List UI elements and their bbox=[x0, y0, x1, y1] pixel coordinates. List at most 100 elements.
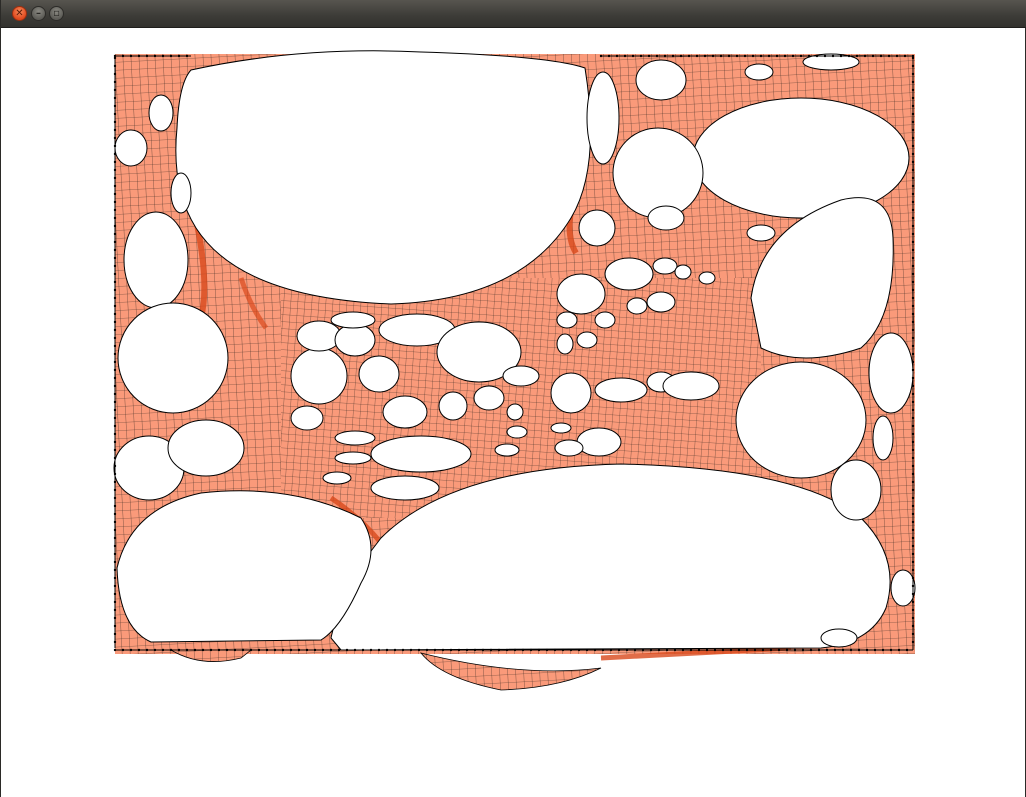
maximize-window-button[interactable]: ▫ bbox=[49, 6, 64, 21]
boundary-node bbox=[911, 128, 915, 132]
boundary-node bbox=[911, 54, 915, 58]
minimize-icon: – bbox=[36, 7, 41, 19]
boundary-node bbox=[113, 416, 117, 420]
boundary-node bbox=[911, 424, 915, 428]
boundary-node bbox=[353, 648, 357, 652]
mesh-hole bbox=[290, 347, 348, 405]
boundary-node bbox=[735, 54, 739, 58]
boundary-node bbox=[911, 632, 915, 636]
mesh-hole bbox=[802, 53, 860, 71]
boundary-node bbox=[121, 648, 125, 652]
boundary-node bbox=[113, 376, 117, 380]
boundary-node bbox=[201, 648, 205, 652]
mesh-hole bbox=[820, 628, 858, 648]
minimize-window-button[interactable]: – bbox=[31, 6, 46, 21]
boundary-node bbox=[113, 640, 117, 644]
boundary-node bbox=[911, 528, 915, 532]
boundary-node bbox=[817, 648, 821, 652]
boundary-node bbox=[113, 488, 117, 492]
boundary-node bbox=[113, 384, 117, 388]
boundary-node bbox=[345, 648, 349, 652]
mesh-viewport[interactable] bbox=[1, 28, 1025, 797]
boundary-node bbox=[639, 54, 643, 58]
boundary-node bbox=[513, 648, 517, 652]
boundary-node bbox=[911, 120, 915, 124]
boundary-node bbox=[911, 496, 915, 500]
boundary-node bbox=[113, 88, 117, 92]
boundary-node bbox=[911, 584, 915, 588]
boundary-node bbox=[489, 648, 493, 652]
boundary-node bbox=[911, 608, 915, 612]
close-window-button[interactable]: ✕ bbox=[12, 6, 27, 21]
boundary-node bbox=[113, 616, 117, 620]
boundary-node bbox=[911, 296, 915, 300]
boundary-node bbox=[911, 512, 915, 516]
boundary-node bbox=[911, 504, 915, 508]
boundary-node bbox=[409, 648, 413, 652]
boundary-node bbox=[113, 304, 117, 308]
boundary-node bbox=[113, 144, 117, 148]
boundary-node bbox=[113, 480, 117, 484]
boundary-node bbox=[113, 56, 117, 60]
boundary-node bbox=[113, 400, 117, 404]
boundary-node bbox=[129, 54, 133, 58]
boundary-node bbox=[911, 176, 915, 180]
boundary-node bbox=[369, 648, 373, 652]
close-icon: ✕ bbox=[15, 7, 24, 19]
boundary-node bbox=[113, 368, 117, 372]
boundary-node bbox=[911, 248, 915, 252]
boundary-node bbox=[113, 168, 117, 172]
boundary-node bbox=[113, 232, 117, 236]
mesh-hole bbox=[322, 471, 352, 485]
title-bar[interactable]: ✕ – ▫ bbox=[1, 0, 1026, 28]
boundary-node bbox=[113, 336, 117, 340]
boundary-node bbox=[687, 54, 691, 58]
boundary-node bbox=[911, 432, 915, 436]
boundary-node bbox=[911, 288, 915, 292]
boundary-node bbox=[839, 54, 843, 58]
boundary-node bbox=[799, 54, 803, 58]
boundary-node bbox=[911, 592, 915, 596]
boundary-node bbox=[113, 576, 117, 580]
boundary-node bbox=[113, 54, 117, 58]
boundary-node bbox=[911, 472, 915, 476]
boundary-node bbox=[911, 464, 915, 468]
boundary-node bbox=[903, 54, 907, 58]
render-canvas[interactable] bbox=[1, 28, 1025, 797]
mesh-hole bbox=[334, 323, 376, 357]
boundary-node bbox=[465, 648, 469, 652]
boundary-node bbox=[113, 256, 117, 260]
boundary-node bbox=[113, 544, 117, 548]
boundary-node bbox=[113, 128, 117, 132]
boundary-node bbox=[825, 648, 829, 652]
boundary-node bbox=[737, 648, 741, 652]
boundary-node bbox=[633, 648, 637, 652]
mesh-hole bbox=[116, 490, 372, 643]
mesh-hole bbox=[334, 430, 376, 446]
boundary-node bbox=[911, 312, 915, 316]
boundary-node bbox=[911, 264, 915, 268]
mesh-hole bbox=[890, 569, 916, 607]
boundary-node bbox=[113, 264, 117, 268]
boundary-node bbox=[775, 54, 779, 58]
boundary-node bbox=[855, 54, 859, 58]
boundary-node bbox=[113, 352, 117, 356]
boundary-node bbox=[745, 648, 749, 652]
boundary-node bbox=[769, 648, 773, 652]
boundary-node bbox=[649, 648, 653, 652]
boundary-node bbox=[281, 648, 285, 652]
boundary-node bbox=[601, 648, 605, 652]
mesh-hole bbox=[830, 459, 882, 521]
boundary-node bbox=[137, 648, 141, 652]
boundary-node bbox=[911, 144, 915, 148]
boundary-node bbox=[759, 54, 763, 58]
mesh-hole bbox=[550, 422, 572, 434]
boundary-node bbox=[337, 648, 341, 652]
boundary-node bbox=[417, 648, 421, 652]
boundary-node bbox=[911, 408, 915, 412]
boundary-node bbox=[713, 648, 717, 652]
boundary-node bbox=[711, 54, 715, 58]
boundary-node bbox=[113, 424, 117, 428]
boundary-node bbox=[113, 432, 117, 436]
boundary-node bbox=[911, 456, 915, 460]
